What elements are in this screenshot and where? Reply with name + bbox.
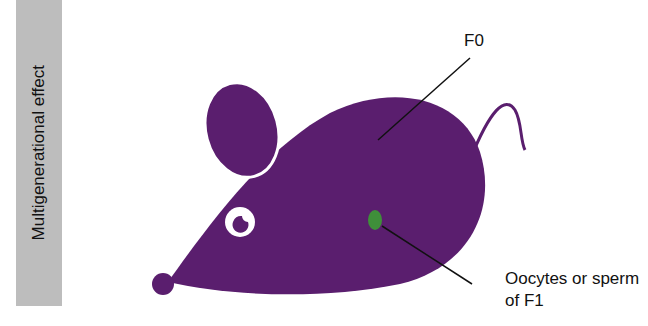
germ-cells — [368, 210, 382, 230]
annotation-label: Oocytes or sperm of F1 — [505, 268, 645, 312]
mouse-nose — [152, 273, 174, 295]
category-band: Multigenerational effect — [16, 0, 62, 306]
band-label: Multigenerational effect — [29, 65, 49, 240]
leader-line — [382, 226, 472, 284]
mouse-eye — [225, 207, 255, 237]
leader-line — [378, 58, 470, 140]
mouse-ear — [195, 74, 289, 185]
mouse-pupil — [233, 216, 249, 233]
annotation-label: F0 — [464, 30, 524, 52]
